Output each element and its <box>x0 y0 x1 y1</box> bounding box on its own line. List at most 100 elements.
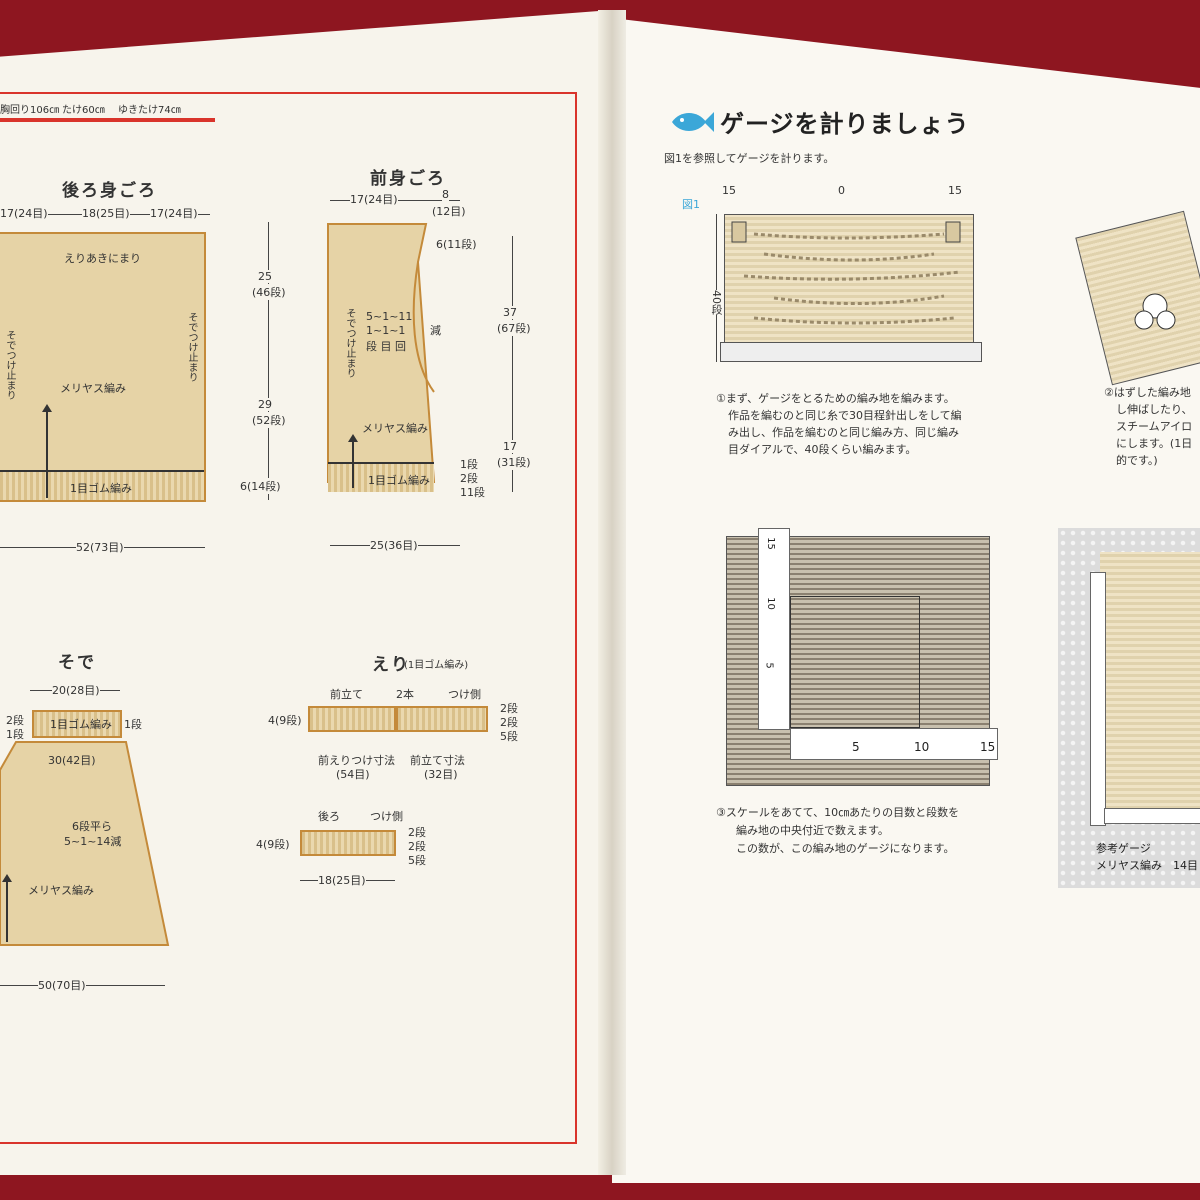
collar-attach-side: つけ側 <box>448 688 481 701</box>
collar-title: えり <box>372 655 410 675</box>
front-rib-label: 1目ゴム編み <box>368 474 430 487</box>
sleeve-title: そで <box>58 653 96 673</box>
front-dec-line-2: 1~1~1 <box>366 324 406 337</box>
reference-label: 参考ゲージ <box>1096 842 1151 855</box>
knitting-machine-bed <box>720 342 982 362</box>
step1-line-1: ①まず、ゲージをとるための編み地を編みます。 <box>716 392 955 405</box>
collar-front-band-right <box>396 706 488 732</box>
sleeve-mid-width: 30(42目) <box>48 752 96 768</box>
right-page-title: ゲージを計りましょう <box>720 110 970 138</box>
step2-line-2: し伸ばしたり、 <box>1116 403 1193 416</box>
back-rib-label: 1目ゴム編み <box>70 482 132 495</box>
front-title: 前身ごろ <box>370 169 446 189</box>
back-rib <box>0 470 204 500</box>
sleeve-top-width: 20(28目) <box>52 682 100 698</box>
front-height-b: 17 <box>503 440 517 453</box>
back-height-rib: 6(14段) <box>240 478 281 494</box>
left-page <box>0 10 612 1175</box>
sleeve-cuff <box>32 710 122 738</box>
sleeve-bottom-width: 50(70目) <box>38 977 86 993</box>
back-dim-right: 17(24目) <box>150 205 198 221</box>
sleeve-body-outline <box>0 741 170 946</box>
front-dec-line-1: 5~1~11 <box>366 310 413 323</box>
ruler-v-15: 15 <box>764 537 776 550</box>
fig-height: 40段 <box>708 290 724 315</box>
ruler-h-15: 15 <box>980 740 996 754</box>
front-body-label: メリヤス編み <box>362 422 428 435</box>
fig-scale-center: 0 <box>838 184 845 197</box>
collar-dim-label-1: 前えりつけ寸法 <box>318 754 396 767</box>
front-height-b-rows: (31段) <box>497 454 531 470</box>
step1-line-2: 作品を編むのと同じ糸で30目程針出しをして編 <box>728 409 962 422</box>
sleeve-knit-direction-arrow <box>2 874 12 942</box>
sleeve-body-label: メリヤス編み <box>28 884 94 897</box>
header-chest: 胸回り106㎝ <box>0 105 60 116</box>
reference-ruler-vertical <box>1090 572 1106 826</box>
header-length: たけ60㎝ <box>62 105 105 116</box>
figure-label: 図1 <box>682 198 700 211</box>
fig-scale-right: 15 <box>948 184 962 197</box>
step3-line-2: 編み地の中央付近で数えます。 <box>736 824 889 837</box>
collar-title-note: (1目ゴム編み) <box>404 660 469 671</box>
collar-back-row-3: 5段 <box>408 854 426 867</box>
back-height-mid: 29 <box>258 398 272 411</box>
gauge-swatch-pattern <box>731 221 961 325</box>
front-body-outline <box>327 223 436 483</box>
step2-line-5: 的です。) <box>1116 454 1158 467</box>
front-height-a-rows: (67段) <box>497 320 531 336</box>
horizontal-ruler <box>790 728 998 760</box>
front-rib-row-2: 2段 <box>460 472 478 485</box>
steam-iron-mark-icon <box>1134 293 1176 330</box>
ruler-v-10: 10 <box>764 597 776 610</box>
back-width: 52(73目) <box>76 539 124 555</box>
collar-front-band-left <box>308 706 396 732</box>
collar-back-height: 4(9段) <box>256 838 290 851</box>
back-right-side-label: そでつけ止まり <box>186 312 197 382</box>
header-sleeve-length: ゆきたけ74㎝ <box>118 105 181 116</box>
front-rib <box>328 462 434 492</box>
back-knit-direction-arrow <box>42 404 52 498</box>
measure-area <box>790 596 920 728</box>
ruler-h-5: 5 <box>852 740 860 754</box>
front-side-label: そでつけ止まり <box>344 308 355 378</box>
reference-value: メリヤス編み 14目 <box>1096 859 1198 872</box>
front-dec-label: 減 <box>430 324 441 337</box>
front-shoulder: 6(11段) <box>436 238 477 251</box>
collar-back-width: 18(25目) <box>318 872 366 888</box>
back-height-top: 25 <box>258 270 272 283</box>
collar-back-label: 後ろ <box>318 810 340 823</box>
front-dim-width: 17(24目) <box>350 191 398 207</box>
front-dim-neck: 8 <box>442 188 449 201</box>
front-rib-row-3: 11段 <box>460 486 485 499</box>
back-body-swatch <box>0 232 206 502</box>
back-dim-left: 17(24目) <box>0 205 48 221</box>
back-left-side-label: そでつけ止まり <box>4 330 15 400</box>
header-rule <box>0 118 215 122</box>
sleeve-cuff-row-left-1: 2段 <box>6 714 24 727</box>
reference-ruler-horizontal <box>1104 808 1200 824</box>
collar-back-row-1: 2段 <box>408 826 426 839</box>
step3-line-1: ③スケールをあてて、10㎝あたりの目数と段数を <box>716 806 960 819</box>
front-rib-row-1: 1段 <box>460 458 478 471</box>
step2-line-4: にします。(1日 <box>1116 437 1193 450</box>
collar-back-attach: つけ側 <box>370 810 403 823</box>
back-title: 後ろ身ごろ <box>62 181 157 201</box>
sleeve-inc-line-1: 6段平ら <box>72 820 112 833</box>
collar-row-2: 2段 <box>500 716 518 729</box>
step2-line-3: スチームアイロ <box>1116 420 1193 433</box>
step1-line-3: み出し、作品を編むのと同じ編み方、同じ編み <box>728 426 959 439</box>
step3-line-3: この数が、この編み地のゲージになります。 <box>736 842 955 855</box>
ruler-h-10: 10 <box>914 740 930 754</box>
collar-row-1: 2段 <box>500 702 518 715</box>
collar-dim-value-2: (32目) <box>424 768 458 781</box>
sleeve-cuff-row-right: 1段 <box>124 718 142 731</box>
collar-height: 4(9段) <box>268 714 302 727</box>
vertical-ruler <box>758 528 790 730</box>
fish-icon <box>672 112 714 132</box>
fig-height-line <box>716 214 717 362</box>
front-width: 25(36目) <box>370 537 418 553</box>
book-gutter <box>598 10 626 1175</box>
back-height-mid-rows: (52段) <box>252 412 286 428</box>
front-height-dim-line <box>512 236 513 492</box>
step1-line-4: 目ダイアルで、40段くらい編みます。 <box>728 443 917 456</box>
